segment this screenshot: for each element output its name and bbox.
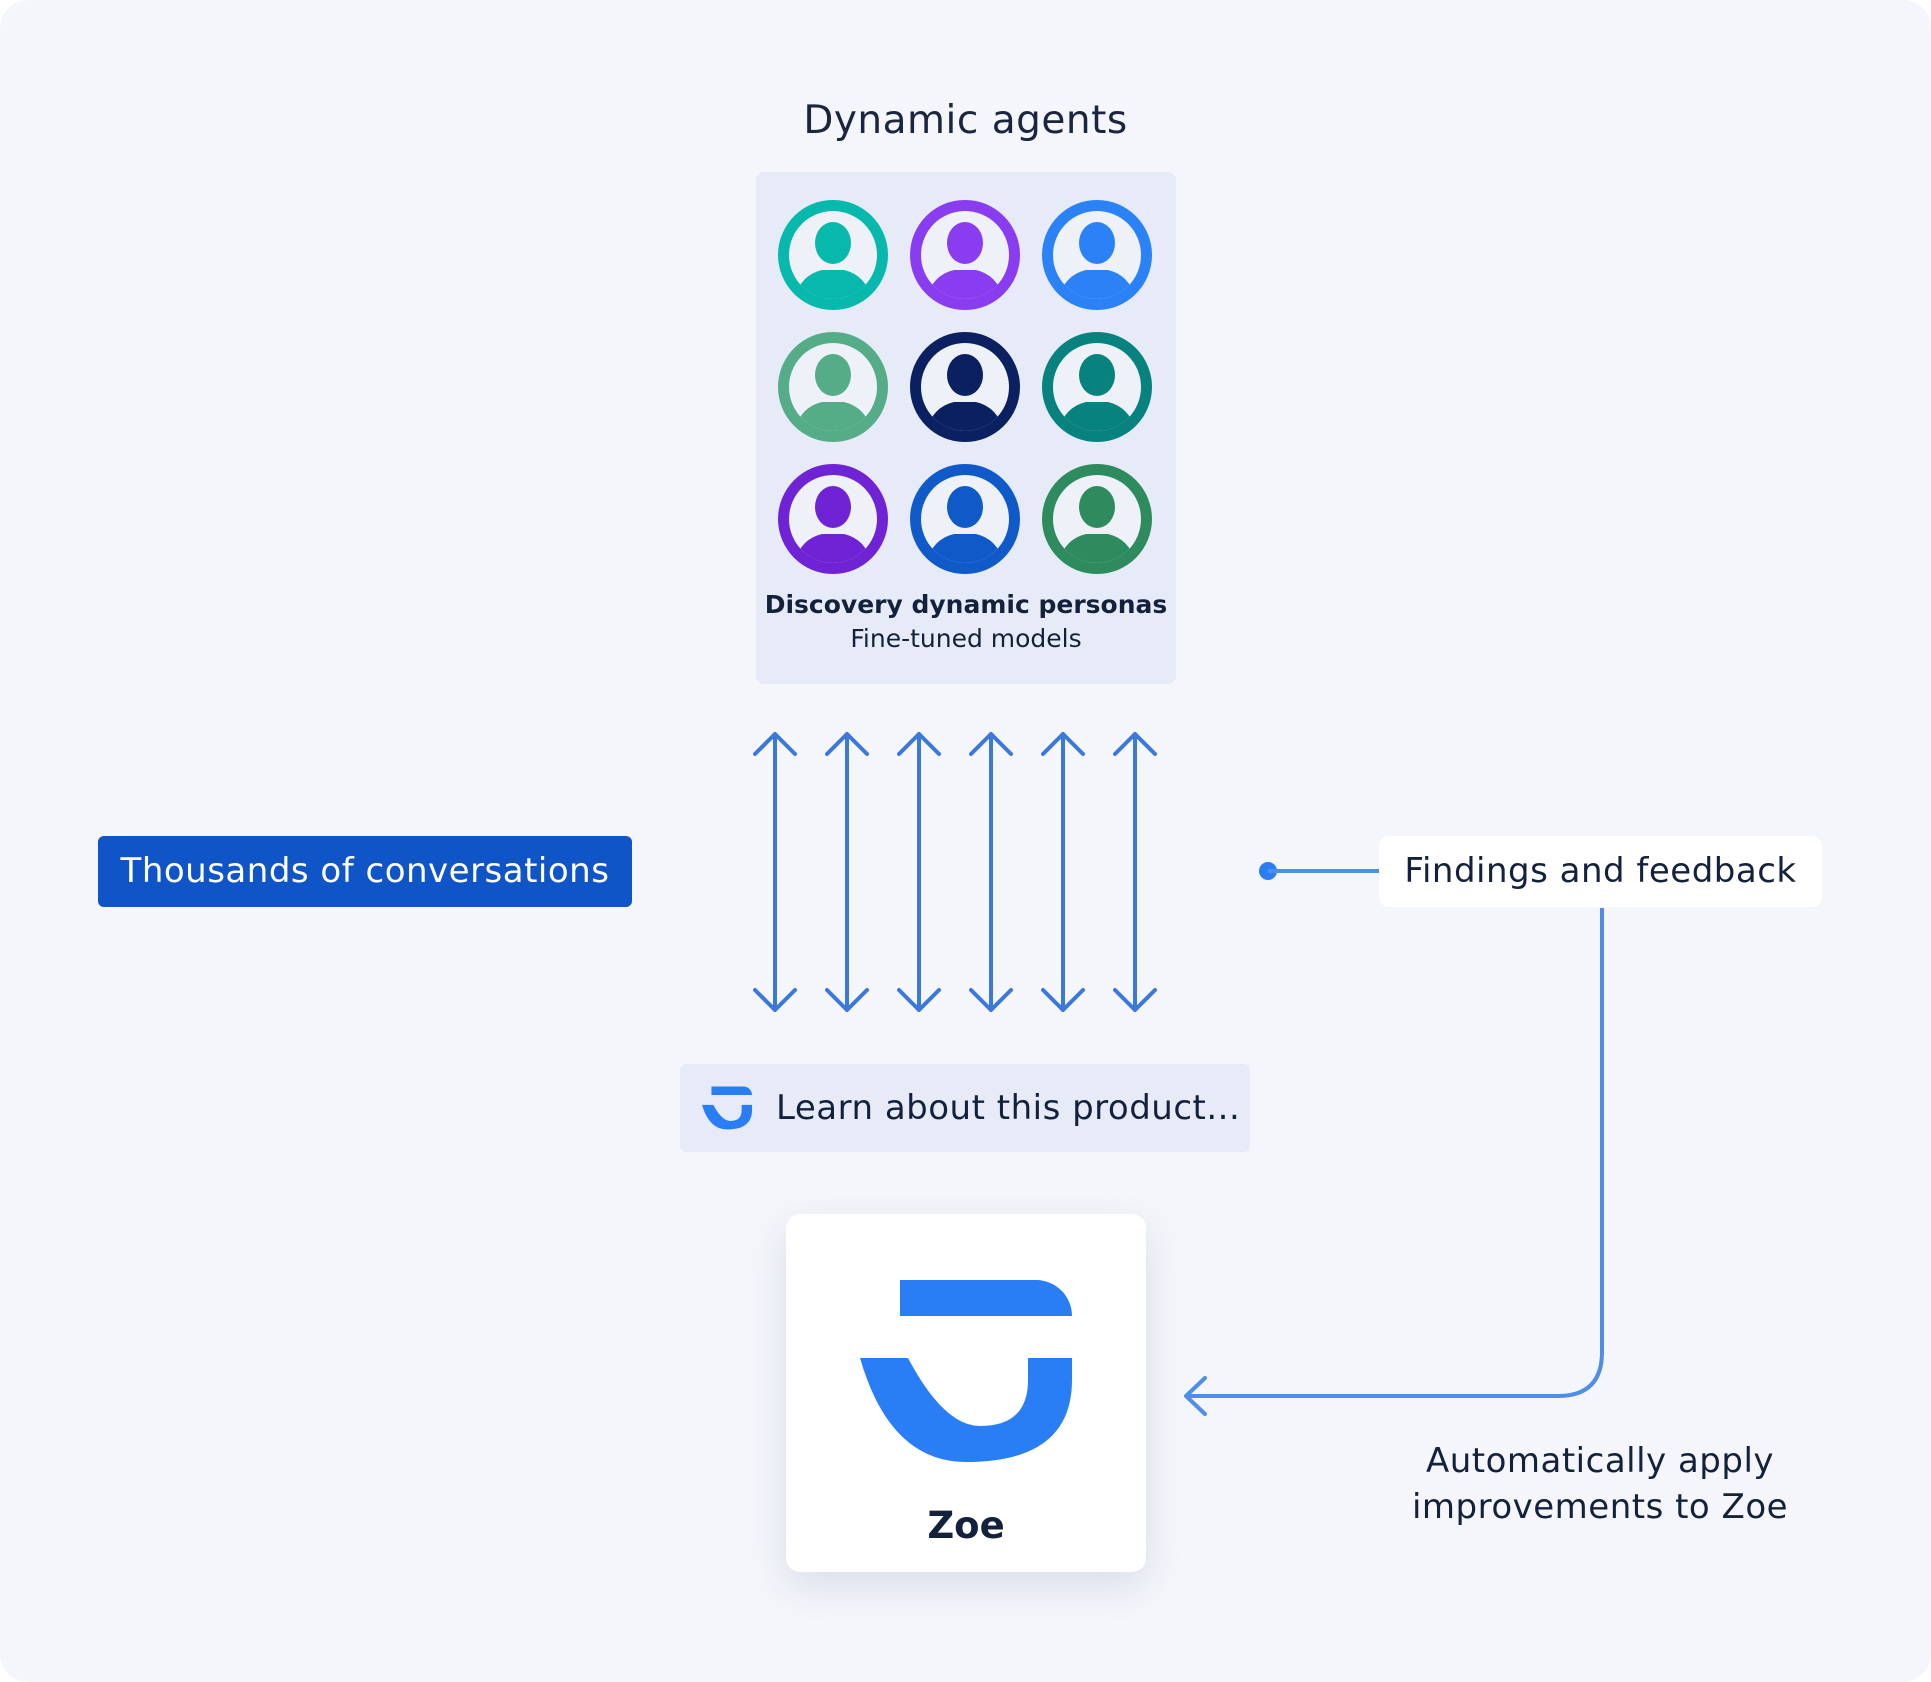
persona-avatar-3 xyxy=(1042,200,1152,310)
persona-avatar-7 xyxy=(778,464,888,574)
person-icon xyxy=(778,332,888,442)
double-arrow-6 xyxy=(1113,732,1157,1012)
person-icon xyxy=(910,464,1020,574)
connector-arrowhead xyxy=(1184,1376,1207,1416)
double-arrow-1 xyxy=(753,732,797,1012)
persona-avatar-9 xyxy=(1042,464,1152,574)
person-icon xyxy=(1042,200,1152,310)
person-icon xyxy=(910,200,1020,310)
zoe-logo-icon xyxy=(860,1280,1072,1462)
person-icon xyxy=(778,200,888,310)
person-icon xyxy=(910,332,1020,442)
persona-avatar-5 xyxy=(910,332,1020,442)
zoe-logo-icon xyxy=(702,1086,752,1130)
bidirectional-arrows xyxy=(753,732,1157,1012)
personas-subtitle: Fine-tuned models xyxy=(850,624,1082,653)
persona-avatar-1 xyxy=(778,200,888,310)
persona-avatar-6 xyxy=(1042,332,1152,442)
person-icon xyxy=(1042,464,1152,574)
persona-avatar-2 xyxy=(910,200,1020,310)
findings-label: Findings and feedback xyxy=(1379,836,1822,907)
person-icon xyxy=(778,464,888,574)
persona-avatar-8 xyxy=(910,464,1020,574)
double-arrow-4 xyxy=(969,732,1013,1012)
prompt-bar: Learn about this product... xyxy=(680,1064,1250,1152)
persona-avatar-4 xyxy=(778,332,888,442)
person-icon xyxy=(1042,332,1152,442)
zoe-card: Zoe xyxy=(786,1214,1146,1572)
double-arrow-2 xyxy=(825,732,869,1012)
zoe-label: Zoe xyxy=(927,1504,1005,1547)
double-arrow-3 xyxy=(897,732,941,1012)
conversations-label: Thousands of conversations xyxy=(98,836,632,907)
connector-return-path xyxy=(1188,908,1604,1398)
personas-panel: Discovery dynamic personas Fine-tuned mo… xyxy=(756,172,1176,684)
apply-improvements-label: Automatically apply improvements to Zoe xyxy=(1411,1441,1789,1527)
prompt-text: Learn about this product... xyxy=(776,1088,1241,1128)
personas-title: Discovery dynamic personas xyxy=(764,590,1168,619)
connector-dot xyxy=(1259,862,1277,880)
double-arrow-5 xyxy=(1041,732,1085,1012)
diagram-title: Dynamic agents xyxy=(803,98,1128,143)
